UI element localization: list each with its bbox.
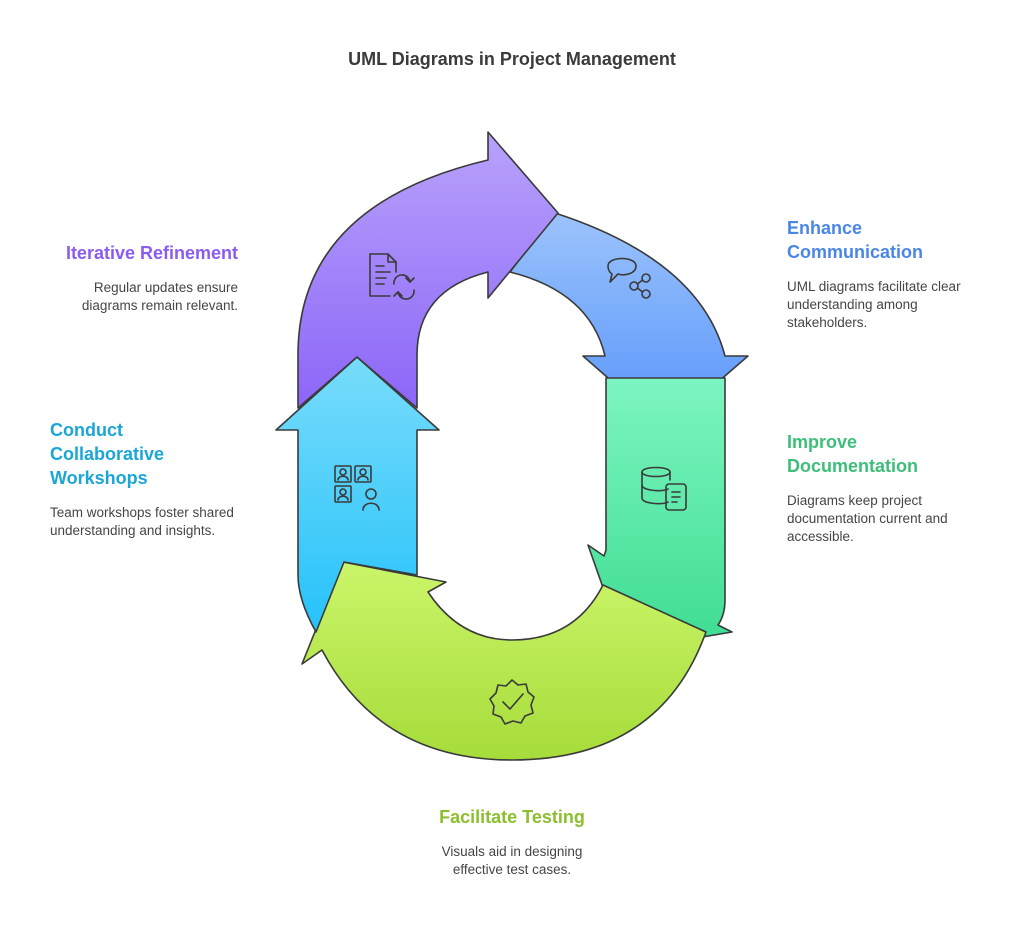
chat-share-icon: [607, 257, 651, 299]
step-title: Conduct Collaborative Workshops: [50, 418, 250, 490]
step-title: Enhance Communication: [787, 216, 987, 264]
step-title-line: Enhance: [787, 218, 863, 238]
diagram-title: UML Diagrams in Project Management: [348, 49, 676, 69]
badge-check-icon: [489, 679, 535, 725]
database-document-icon: [641, 466, 687, 511]
document-refresh-icon: [369, 253, 415, 300]
step-description: Diagrams keep project documentation curr…: [787, 493, 948, 544]
step-title-line: Documentation: [787, 456, 919, 476]
step-description: Visuals aid in designing effective test …: [441, 844, 583, 877]
step-conduct-workshops: Conduct Collaborative Workshops Team wor…: [50, 418, 250, 540]
step-description: Regular updates ensure diagrams remain r…: [81, 280, 238, 313]
step-improve-documentation: Improve Documentation Diagrams keep proj…: [787, 430, 987, 546]
step-enhance-communication: Enhance Communication UML diagrams facil…: [787, 216, 987, 332]
arrow-improve-documentation: [587, 377, 733, 651]
arrow-conduct-workshops: [275, 356, 440, 633]
step-title-line: Collaborative: [50, 444, 165, 464]
arrow-iterative-refinement: [297, 131, 559, 409]
arrow-enhance-communication: [509, 212, 749, 429]
step-title: Facilitate Testing: [439, 807, 585, 827]
step-facilitate-testing: Facilitate Testing Visuals aid in design…: [382, 805, 642, 879]
step-title-line: Conduct: [50, 420, 123, 440]
step-title-line: Workshops: [50, 468, 148, 488]
step-title-line: Communication: [787, 242, 924, 262]
step-iterative-refinement: Iterative Refinement Regular updates ens…: [20, 241, 238, 315]
step-title: Improve Documentation: [787, 430, 987, 478]
arrow-facilitate-testing: [301, 561, 707, 761]
step-title: Iterative Refinement: [65, 243, 238, 263]
step-description: UML diagrams facilitate clear understand…: [787, 279, 961, 330]
step-description: Team workshops foster shared understandi…: [50, 505, 234, 538]
step-title-line: Improve: [787, 432, 858, 452]
team-grid-icon: [334, 465, 380, 511]
